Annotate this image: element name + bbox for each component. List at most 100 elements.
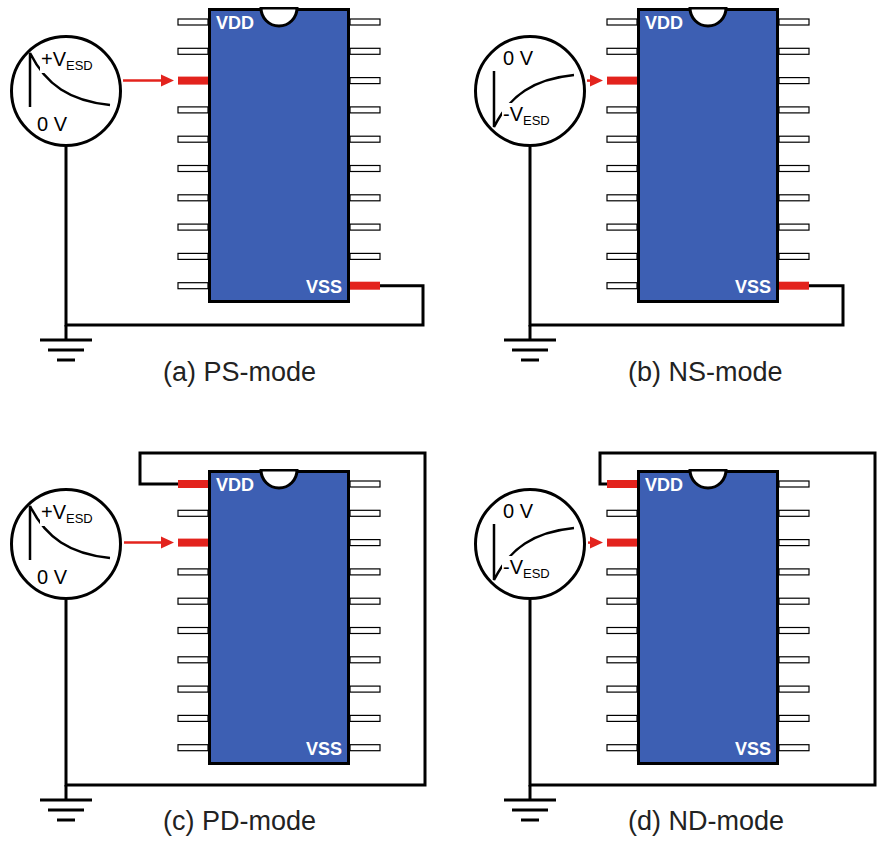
voltage-label: -VESD (502, 103, 551, 128)
ground-symbol (40, 325, 92, 360)
stressed-pin (607, 539, 637, 547)
package-pin (779, 540, 809, 546)
package-pin (350, 715, 380, 721)
package-pin (779, 107, 809, 113)
package-pin (607, 598, 637, 604)
arrow-head (161, 537, 174, 549)
package-pin (779, 253, 809, 259)
package-pin (607, 657, 637, 663)
supply-pin-name: VDD (216, 476, 254, 496)
voltage-label: +VESD (40, 501, 94, 526)
supply-pin-name: VDD (645, 476, 683, 496)
voltage-label: 0 V (502, 500, 534, 522)
package-pin (779, 686, 809, 692)
supply-pin-name: VDD (216, 14, 254, 34)
ground-wire (66, 453, 425, 785)
stressed-pin (779, 282, 809, 290)
package-notch (259, 7, 299, 29)
panel-caption: (c) PD-mode (163, 806, 316, 837)
ground-symbol (504, 785, 556, 820)
package-pin (779, 166, 809, 172)
package-pin (607, 628, 637, 634)
connector-line (123, 79, 164, 82)
package-pin (607, 107, 637, 113)
supply-pin-name: VSS (306, 740, 342, 760)
package-pin (178, 224, 208, 230)
package-pin (607, 715, 637, 721)
arrow-head (161, 75, 174, 87)
package-pin (779, 715, 809, 721)
package-pin (607, 510, 637, 516)
arrow-head (590, 75, 603, 87)
package-pin (350, 224, 380, 230)
package-pin (607, 745, 637, 751)
package-pin (178, 107, 208, 113)
package-pin (607, 283, 637, 289)
package-pin (178, 195, 208, 201)
ic-package: VDDVSS (637, 8, 779, 303)
connector-line (66, 453, 425, 785)
supply-pin-name: VSS (306, 278, 342, 298)
esd-zap-arrow (588, 537, 603, 549)
supply-pin-name: VSS (735, 740, 771, 760)
package-pin (779, 481, 809, 487)
package-pin (607, 195, 637, 201)
ic-package: VDD VSS (637, 470, 779, 765)
voltage-label: 0 V (36, 566, 68, 588)
package-pin (779, 136, 809, 142)
package-pin (607, 136, 637, 142)
esd-source: 0 V -VESD (474, 488, 586, 600)
package-pin (607, 48, 637, 54)
voltage-label: -VESD (502, 556, 551, 581)
voltage-label: 0 V (36, 113, 68, 135)
package-pin (350, 78, 380, 84)
package-pin (607, 686, 637, 692)
stressed-pin (350, 282, 380, 290)
package-pin (350, 657, 380, 663)
package-pin (350, 136, 380, 142)
esd-zap-arrow (587, 75, 603, 87)
package-notch (688, 7, 728, 29)
connector-line (530, 453, 875, 785)
package-pin (607, 224, 637, 230)
package-pin (779, 195, 809, 201)
package-pin (178, 510, 208, 516)
package-pin (779, 510, 809, 516)
package-pin (350, 628, 380, 634)
voltage-label: +VESD (40, 48, 94, 73)
ic-package: VDD VSS (208, 470, 350, 765)
package-pin (350, 540, 380, 546)
stressed-pin (178, 480, 208, 488)
package-pin (178, 253, 208, 259)
package-pin (779, 598, 809, 604)
supply-pin-name: VDD (645, 14, 683, 34)
package-pin (350, 569, 380, 575)
package-pin (350, 195, 380, 201)
stressed-pin (178, 539, 208, 547)
stressed-pin (607, 77, 637, 85)
package-pin (350, 510, 380, 516)
package-pin (350, 686, 380, 692)
package-pin (178, 715, 208, 721)
notch-arc (261, 8, 297, 26)
panel-caption: (b) NS-mode (628, 357, 783, 388)
package-pin (350, 48, 380, 54)
ground-symbol (40, 785, 92, 820)
esd-source: +VESD 0 V (10, 488, 122, 600)
package-pin (178, 628, 208, 634)
package-pin (178, 657, 208, 663)
ic-package: VDD VSS (208, 8, 350, 303)
package-pin (350, 107, 380, 113)
package-pin (607, 19, 637, 25)
package-pin (350, 598, 380, 604)
notch-arc (690, 470, 726, 488)
package-pin (178, 166, 208, 172)
package-pin (607, 253, 637, 259)
package-pin (350, 166, 380, 172)
connector-line (124, 541, 164, 544)
package-pin (779, 569, 809, 575)
package-pin (607, 166, 637, 172)
package-pin (779, 48, 809, 54)
esd-source: +VESD 0 V (10, 35, 122, 147)
